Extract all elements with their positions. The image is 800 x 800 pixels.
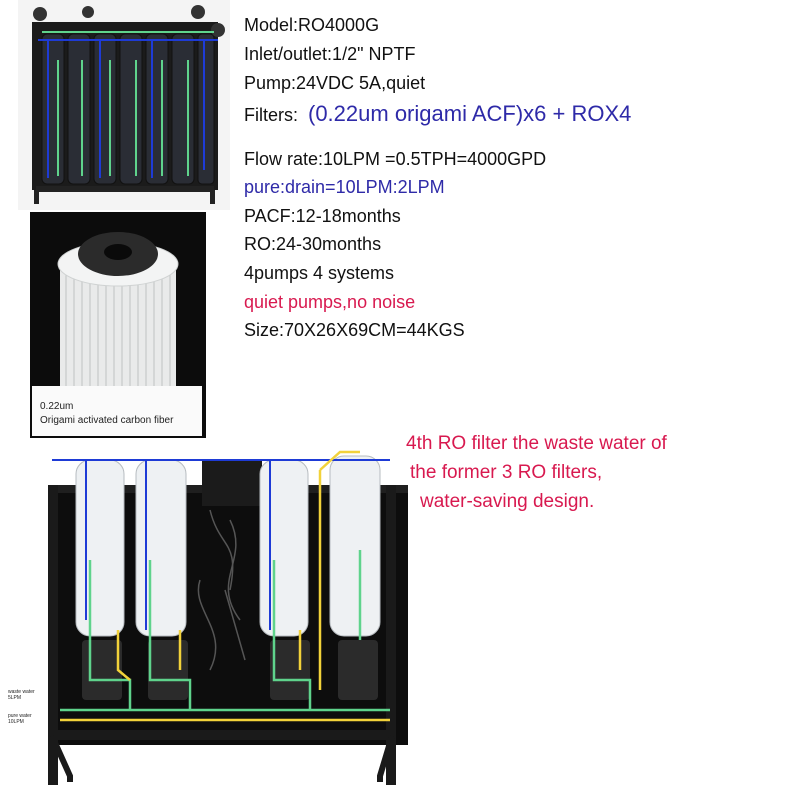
spec-filters: Filters: (0.22um origami ACF)x6 + ROX4	[244, 103, 631, 125]
waste-water-label-line2: 5LPM	[8, 694, 22, 701]
ro-note-line2: the former 3 RO filters,	[410, 462, 603, 483]
spec-flow-rate: Flow rate:10LPM =0.5TPH=4000GPD	[244, 149, 547, 169]
pure-water-label: pure water 10LPM	[8, 713, 32, 725]
spec-pacf: PACF:12-18months	[244, 206, 401, 226]
spec-model: Model:RO4000G	[244, 15, 380, 35]
filter-caption-box	[32, 386, 202, 436]
spec-pump: Pump:24VDC 5A,quiet	[244, 73, 426, 93]
spec-quiet: quiet pumps,no noise	[244, 292, 416, 312]
spec-filters-value: (0.22um origami ACF)x6 + ROX4	[308, 101, 632, 126]
prefilter-unit-image	[18, 0, 230, 210]
ro-note-line1: 4th RO filter the waste water of	[406, 433, 667, 454]
spec-pure-drain: pure:drain=10LPM:2LPM	[244, 177, 445, 197]
spec-filters-label: Filters:	[244, 105, 298, 125]
waste-water-label-line1: waste water	[8, 689, 35, 695]
spec-ro: RO:24-30months	[244, 234, 382, 254]
filter-caption-type: Origami activated carbon fiber	[40, 415, 174, 426]
spec-inlet-outlet: Inlet/outlet:1/2" NPTF	[244, 44, 416, 64]
ro-note-line3: water-saving design.	[420, 491, 595, 512]
spec-size: Size:70X26X69CM=44KGS	[244, 320, 465, 340]
ro-system-image	[48, 450, 408, 785]
pure-water-label-line1: pure water	[8, 713, 32, 719]
pure-water-label-line2: 10LPM	[8, 718, 24, 725]
spec-pumps: 4pumps 4 systems	[244, 263, 395, 283]
filter-caption-size: 0.22um	[40, 401, 74, 412]
waste-water-label: waste water 5LPM	[8, 689, 35, 701]
